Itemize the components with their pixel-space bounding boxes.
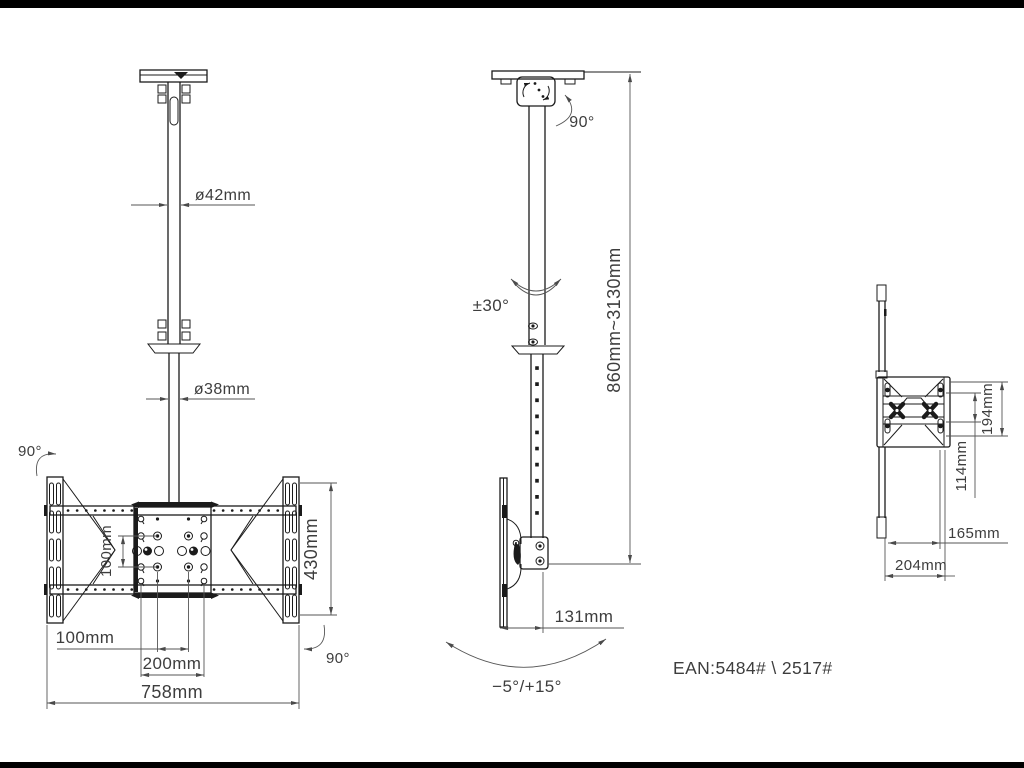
rail-profile-upper <box>875 284 888 379</box>
vesa-horizontal-wide-label: 200mm <box>143 654 202 673</box>
rotation-range-label: ±30° <box>473 296 510 315</box>
vesa-plate <box>132 506 212 594</box>
upper-pole <box>167 82 181 344</box>
pole-side-upper <box>528 106 546 345</box>
ceiling-plate-side <box>491 70 585 85</box>
height-range-label: 860mm~3130mm <box>604 247 624 392</box>
dim-total-width: 758mm <box>46 625 300 709</box>
horizontal-rails <box>49 501 297 599</box>
bottom-black-bar <box>0 762 1024 768</box>
total-width-label: 758mm <box>141 682 203 702</box>
swivel-bottom-annotation: 90° <box>303 624 350 667</box>
clamp-bolts <box>157 84 191 104</box>
ean-code-label: EAN:5484# \ 2517# <box>673 658 833 678</box>
slot-spacing-label: 114mm <box>953 441 970 492</box>
swivel-bottom-label: 90° <box>326 650 350 667</box>
rotation-90-annotation: 90° <box>555 94 594 131</box>
dim-depth-overall: 204mm <box>884 450 955 581</box>
pole-diameter-lower-label: ø38mm <box>194 381 250 398</box>
lower-pole <box>168 353 180 503</box>
arm-plates <box>62 478 284 622</box>
front-view: ø42mm ø38mm 100mm 430mm <box>18 69 350 709</box>
dim-pole-diameter-upper: ø42mm <box>131 187 255 208</box>
depth-inner-label: 165mm <box>948 525 1000 542</box>
tilt-range-annotation: −5°/+15° <box>445 638 607 696</box>
depth-from-tv-label: 131mm <box>555 607 614 626</box>
dim-depth-from-tv: 131mm <box>500 572 624 633</box>
dim-depth-inner: 165mm <box>888 450 1008 549</box>
tv-rail-right <box>282 476 302 624</box>
vesa-vertical-label: 100mm <box>98 525 115 577</box>
tilt-range-label: −5°/+15° <box>492 677 562 696</box>
dim-bracket-height: 430mm <box>300 482 337 616</box>
collar-side <box>510 345 566 355</box>
rotation-range-annotation: ±30° <box>473 278 562 315</box>
height-lock-collar <box>146 319 202 354</box>
dim-bracket-height-profile: 194mm <box>946 381 1008 437</box>
swivel-top-annotation: 90° <box>18 443 57 477</box>
swivel-top-label: 90° <box>18 443 42 460</box>
bracket-height-label: 430mm <box>301 518 321 580</box>
dim-slot-spacing: 114mm <box>946 392 981 498</box>
dim-height-range: 860mm~3130mm <box>548 71 641 565</box>
dim-pole-diameter-lower: ø38mm <box>146 381 255 402</box>
wall-bracket-profile <box>876 376 951 448</box>
bracket-height-profile-label: 194mm <box>979 383 996 435</box>
depth-overall-label: 204mm <box>895 557 947 574</box>
tv-panel-side <box>499 477 508 628</box>
dim-vesa-horizontal: 100mm 200mm <box>56 572 205 678</box>
tv-rail-left <box>44 476 64 624</box>
top-black-bar <box>0 0 1024 8</box>
pole-diameter-upper-label: ø42mm <box>195 187 251 204</box>
pole-swivel-label: 90° <box>569 114 594 131</box>
ceiling-plate <box>139 69 208 83</box>
profile-view: 194mm 114mm 165mm 204mm <box>875 284 1008 581</box>
swivel-joint-box <box>516 76 556 107</box>
vesa-horizontal-label: 100mm <box>56 628 115 647</box>
rail-profile-lower <box>876 447 887 539</box>
tilt-hinge <box>506 518 549 590</box>
side-view: 90° ±30° <box>445 70 641 696</box>
pole-side-lower <box>530 354 544 538</box>
pole-lock-bolts <box>528 322 538 346</box>
dim-vesa-vertical: 100mm <box>98 525 157 577</box>
